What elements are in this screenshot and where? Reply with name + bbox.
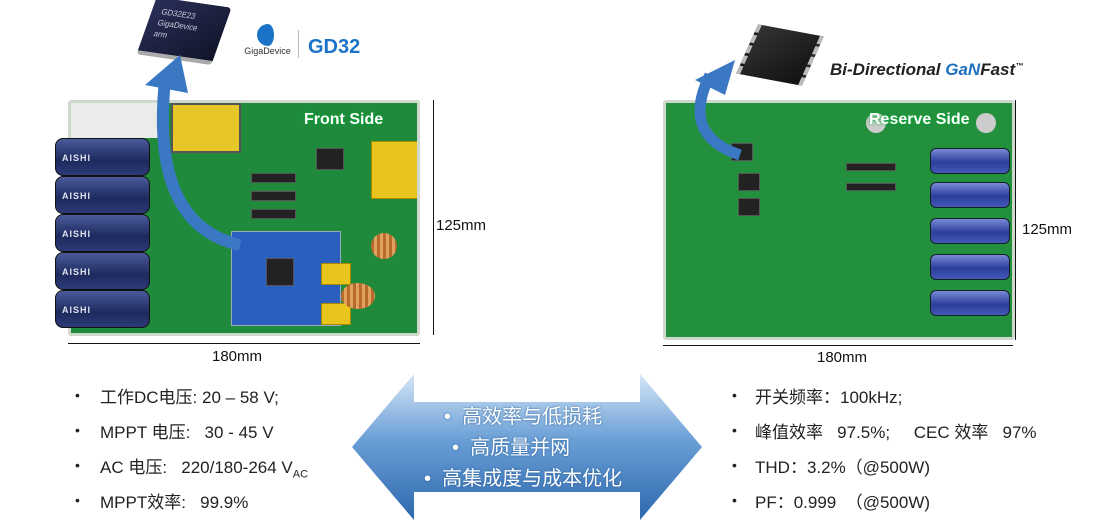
capacitor: AISHI — [55, 252, 150, 290]
curved-arrow-icon — [145, 55, 242, 251]
capacitor — [930, 148, 1010, 174]
front-height-label: 125mm — [436, 217, 487, 234]
capacitor: AISHI — [55, 214, 150, 252]
curved-arrow-icon — [694, 60, 742, 161]
front-side-label: Front Side — [304, 111, 384, 128]
heatsink — [71, 103, 161, 138]
spec-label: MPPT效率: — [100, 493, 186, 512]
height-dimension-line — [433, 100, 434, 335]
transformer — [171, 103, 241, 153]
bullet: • — [732, 492, 737, 508]
capacitor — [930, 290, 1010, 316]
gigadevice-logo-text: GigaDevice — [244, 46, 291, 56]
spec-dc-voltage: 工作DC电压: 20 – 58 V; — [100, 383, 279, 408]
bullet: • — [75, 492, 80, 508]
spec-mppt-efficiency: MPPT效率: 99.9% — [100, 488, 248, 513]
capacitor — [930, 182, 1010, 208]
center-point-text: 高质量并网 — [470, 437, 571, 459]
center-point-text: 高效率与低损耗 — [462, 406, 603, 428]
bullet: • — [732, 457, 737, 473]
gigadevice-logo: GigaDevice — [240, 24, 295, 56]
spec-label: MPPT 电压: — [100, 423, 191, 442]
center-point: • 高质量并网 — [452, 431, 570, 460]
capacitor: AISHI — [55, 176, 150, 214]
rear-height-label: 125mm — [1022, 221, 1073, 238]
capacitor: AISHI — [55, 138, 150, 176]
bullet: • — [75, 422, 80, 438]
rear-width-label: 180mm — [817, 349, 868, 366]
reserve-side-label: Reserve Side — [869, 111, 970, 128]
height-dimension-line — [1015, 100, 1016, 340]
spec-peak-efficiency: 峰值效率 97.5%; CEC 效率 97% — [755, 423, 1037, 442]
spec-mppt-voltage: MPPT 电压: 30 - 45 V — [100, 418, 274, 443]
brand-gan: GaN — [945, 60, 981, 79]
spec-ac-voltage: AC 电压: 220/180-264 VAC — [100, 453, 308, 480]
width-dimension-line — [68, 343, 420, 344]
bullet: • — [424, 468, 432, 490]
bullet: • — [75, 457, 80, 473]
spec-thd: THD：3.2%（@500W) — [755, 458, 931, 477]
center-point: • 高效率与低损耗 — [444, 400, 602, 429]
width-dimension-line — [663, 345, 1013, 346]
spec-switching-frequency: 开关频率：100kHz; — [755, 388, 903, 407]
spec-value: 20 – 58 V; — [202, 388, 279, 407]
capacitor: AISHI — [55, 290, 150, 328]
gd32-logo: GD32 — [308, 36, 361, 58]
brand-fast: Fast — [980, 60, 1016, 79]
spec-subscript: AC — [292, 468, 309, 481]
spec-value: 99.9% — [200, 493, 249, 512]
gigadevice-logo-icon — [256, 24, 279, 46]
center-point: • 高集成度与成本优化 — [424, 462, 622, 491]
brand-tm: ™ — [1015, 61, 1024, 71]
spec-value: 220/180-264 V — [181, 458, 293, 477]
center-point-text: 高集成度与成本优化 — [442, 468, 623, 490]
capacitor — [930, 218, 1010, 244]
double-arrow-shape — [352, 374, 702, 520]
spec-pf: PF：0.999 （@500W) — [755, 493, 931, 512]
spec-label: 工作DC电压: — [100, 388, 198, 407]
bullet: • — [732, 387, 737, 403]
spec-label: AC 电压: — [100, 458, 168, 477]
bullet: • — [75, 387, 80, 403]
bullet: • — [732, 422, 737, 438]
ganfast-brand: Bi-Directional GaNFast™ — [830, 60, 1023, 80]
front-width-label: 180mm — [212, 348, 263, 365]
capacitor — [930, 254, 1010, 280]
brand-prefix: Bi-Directional — [830, 60, 946, 79]
bullet: • — [452, 437, 460, 459]
logo-divider — [298, 30, 299, 58]
spec-value: 30 - 45 V — [204, 423, 274, 442]
bullet: • — [444, 406, 452, 428]
